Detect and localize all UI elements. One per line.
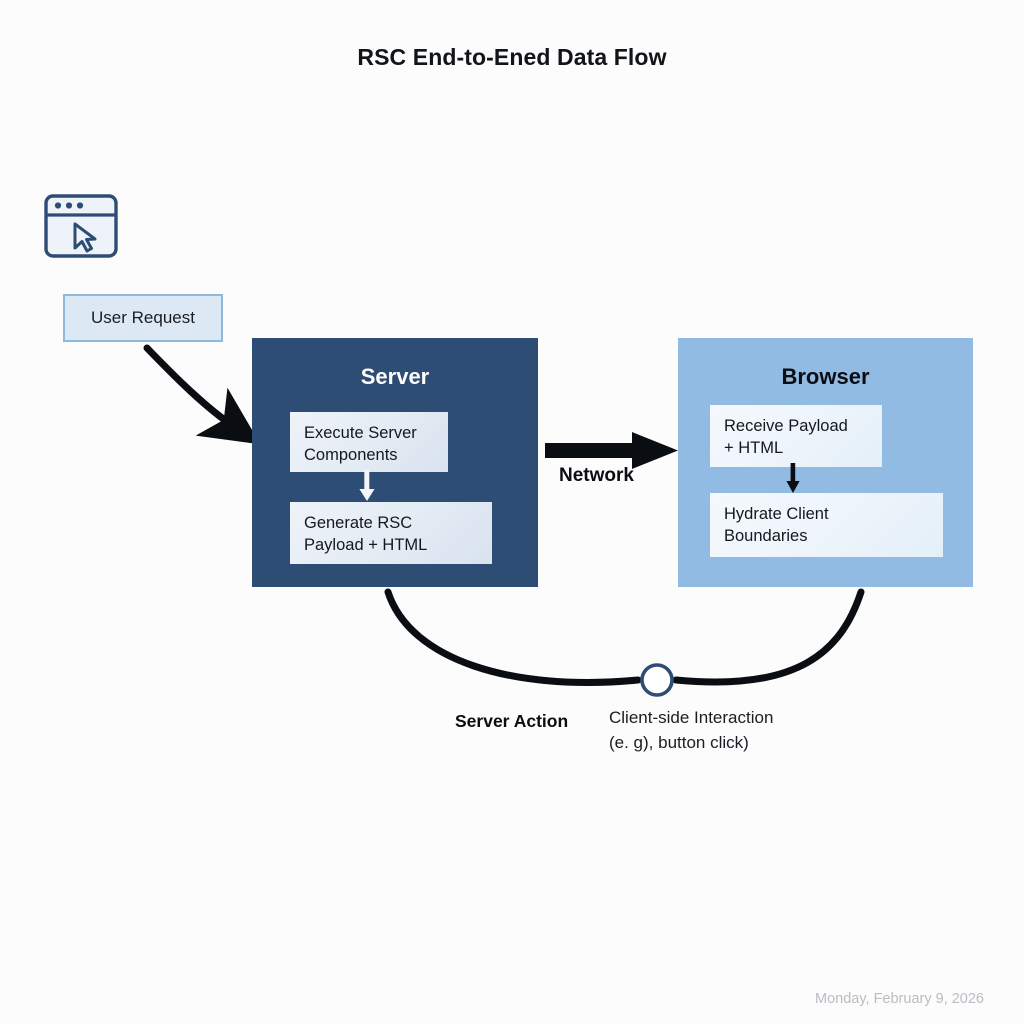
user-request-label: User Request: [91, 308, 195, 327]
card-line-2: Components: [304, 445, 398, 464]
card-receive-payload: Receive Payload + HTML: [710, 405, 882, 467]
card-line-1: Receive Payload: [724, 417, 848, 435]
browser-window-icon: [44, 194, 118, 258]
card-line-2: + HTML: [724, 438, 784, 457]
card-generate-rsc-payload: Generate RSC Payload + HTML: [290, 502, 492, 564]
client-interaction-label: Client-side Interaction (e. g), button c…: [609, 706, 773, 755]
card-line-1: Execute Server: [304, 424, 417, 442]
card-line-1: Hydrate Client: [724, 505, 829, 523]
panel-server: Server Execute Server Components Generat…: [252, 338, 538, 587]
user-request-box: User Request: [63, 294, 223, 342]
footer-date: Monday, February 9, 2026: [815, 991, 984, 1007]
client-interaction-line-2: (e. g), button click): [609, 732, 749, 752]
server-action-label: Server Action: [455, 711, 569, 731]
curve-client-interaction: [672, 588, 865, 686]
card-hydrate-client-boundaries: Hydrate Client Boundaries: [710, 493, 943, 557]
curve-server-action: [384, 588, 642, 686]
page-title: RSC End-to-Ened Data Flow: [357, 44, 667, 70]
network-label: Network: [559, 465, 634, 486]
card-line-1: Generate RSC: [304, 514, 413, 532]
interaction-node: [640, 663, 674, 697]
arrow-down-server: [356, 470, 378, 502]
panel-browser: Browser Receive Payload + HTML Hydrate C…: [678, 338, 973, 587]
panel-browser-title: Browser: [781, 364, 870, 389]
card-execute-server-components: Execute Server Components: [290, 412, 448, 472]
arrow-network: [545, 432, 678, 469]
panel-server-title: Server: [360, 364, 430, 389]
arrow-down-browser: [782, 463, 804, 495]
arrow-user-request-to-server: [143, 344, 261, 445]
card-line-2: Boundaries: [724, 526, 808, 545]
client-interaction-line-1: Client-side Interaction: [609, 708, 774, 727]
card-line-2: Payload + HTML: [304, 535, 428, 554]
